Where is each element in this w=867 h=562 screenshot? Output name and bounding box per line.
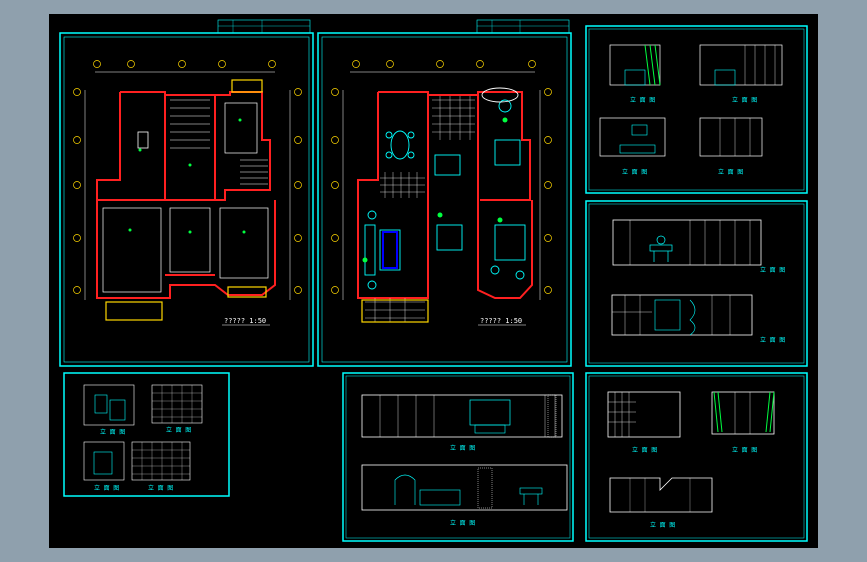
detail-c-caption-2: 立 面 图 xyxy=(166,426,191,434)
sheet-elevations-d[interactable]: 立 面 图 立 面 图 xyxy=(342,372,574,542)
sheet-elevations-b[interactable]: 立 面 图 立 面 图 xyxy=(585,200,808,367)
ceiling-plan-title: ????? 1:50 xyxy=(224,317,266,325)
sheet-ceiling-plan[interactable]: ????? 1:50 xyxy=(59,19,314,367)
elev-e-caption-3: 立 面 图 xyxy=(650,521,675,529)
title-block xyxy=(476,19,570,34)
elev-b-caption-1: 立 面 图 xyxy=(760,266,785,274)
sheet-details-c[interactable]: 立 面 图 立 面 图 立 面 图 立 面 图 xyxy=(63,372,230,497)
elev-a-caption-4: 立 面 图 xyxy=(718,168,743,176)
drawing-canvas[interactable] xyxy=(49,14,818,548)
sheet-floor-plan[interactable]: ????? 1:50 xyxy=(317,19,572,367)
elev-e-caption-2: 立 面 图 xyxy=(732,446,757,454)
sheet-elevations-e[interactable]: 立 面 图 立 面 图 立 面 图 xyxy=(585,372,808,542)
detail-c-caption-1: 立 面 图 xyxy=(100,428,125,436)
floor-plan-title: ????? 1:50 xyxy=(480,317,522,325)
elev-b-caption-2: 立 面 图 xyxy=(760,336,785,344)
sofa-accent xyxy=(382,231,398,269)
elev-e-caption-1: 立 面 图 xyxy=(632,446,657,454)
sheet-elevations-a[interactable]: 立 面 图 立 面 图 立 面 图 立 面 图 xyxy=(585,25,808,194)
elev-d-caption-2: 立 面 图 xyxy=(450,519,475,527)
detail-c-caption-3: 立 面 图 xyxy=(94,484,119,492)
elev-a-caption-2: 立 面 图 xyxy=(732,96,757,104)
detail-c-caption-4: 立 面 图 xyxy=(148,484,173,492)
elev-a-caption-1: 立 面 图 xyxy=(630,96,655,104)
elev-a-caption-3: 立 面 图 xyxy=(622,168,647,176)
title-block xyxy=(217,19,311,34)
elev-d-caption-1: 立 面 图 xyxy=(450,444,475,452)
